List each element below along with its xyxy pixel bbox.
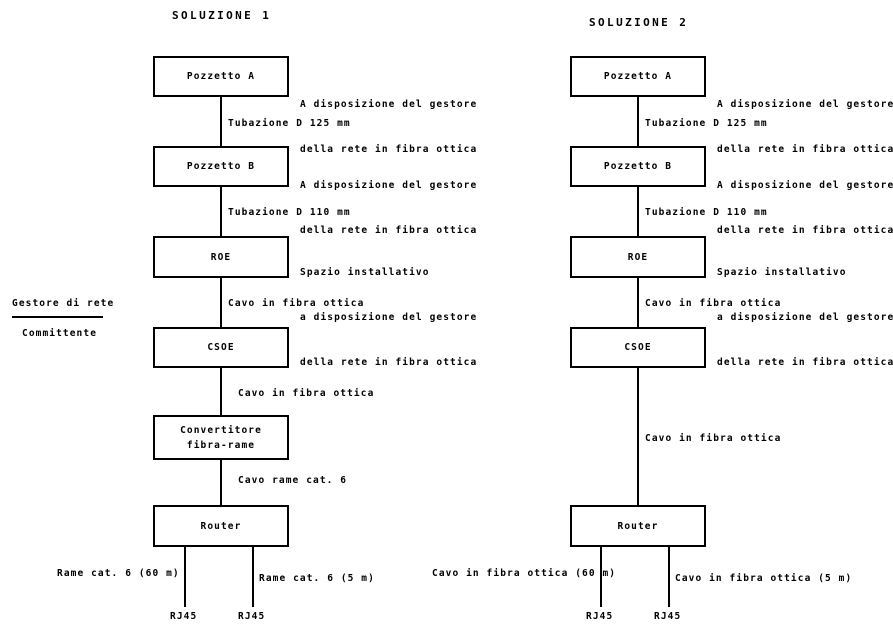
note-line: A disposizione del gestore bbox=[300, 180, 478, 191]
edge-roe-csoe-2 bbox=[637, 278, 639, 327]
note-line: A disposizione del gestore bbox=[717, 99, 893, 110]
edge-convertitore-router bbox=[220, 460, 222, 505]
node-roe-2[interactable]: ROE bbox=[570, 236, 706, 278]
node-pozzetto-a-1[interactable]: Pozzetto A bbox=[153, 56, 289, 97]
note-line: a disposizione del gestore bbox=[300, 312, 478, 323]
edge-label-1-2: Tubazione D 110 mm bbox=[228, 207, 351, 218]
node-label: CSOE bbox=[624, 342, 652, 353]
connector-rj45-1-left: RJ45 bbox=[170, 611, 198, 622]
note-pozzetto-a-1: A disposizione del gestore della rete in… bbox=[300, 67, 477, 187]
note-pozzetto-b-2: A disposizione del gestore della rete in… bbox=[717, 148, 893, 268]
edge-label-2-3: Cavo in fibra ottica bbox=[645, 298, 782, 309]
note-line: della rete in fibra ottica bbox=[300, 225, 478, 236]
node-csoe-1[interactable]: CSOE bbox=[153, 327, 289, 368]
node-label: ROE bbox=[627, 251, 649, 263]
edge-router-rj45-right bbox=[252, 547, 254, 607]
edge-router-rj45-left bbox=[184, 547, 186, 607]
edge-csoe-convertitore bbox=[220, 368, 222, 415]
connector-rj45-2-left: RJ45 bbox=[586, 611, 614, 622]
note-line: A disposizione del gestore bbox=[717, 180, 893, 191]
edge-label-1-5: Cavo rame cat. 6 bbox=[238, 475, 348, 486]
node-convertitore-1[interactable]: Convertitore fibra-rame bbox=[153, 415, 289, 460]
node-pozzetto-b-2[interactable]: Pozzetto B bbox=[570, 146, 706, 187]
note-line: A disposizione del gestore bbox=[300, 99, 478, 110]
note-line: della rete in fibra ottica bbox=[717, 144, 893, 155]
edge-pozzettoA-pozzettoB-2 bbox=[637, 97, 639, 146]
node-label-line1: Convertitore bbox=[180, 424, 262, 436]
edge-router-rj45-left-2 bbox=[600, 547, 602, 607]
note-line: Spazio installativo bbox=[717, 267, 847, 278]
note-line: Spazio installativo bbox=[300, 267, 430, 278]
note-line: della rete in fibra ottica bbox=[717, 357, 893, 368]
node-label: Pozzetto B bbox=[186, 161, 256, 172]
edge-pozzettoB-roe-2 bbox=[637, 187, 639, 236]
node-label: Router bbox=[617, 520, 659, 532]
note-line: della rete in fibra ottica bbox=[300, 144, 478, 155]
edge-roe-csoe bbox=[220, 278, 222, 327]
note-roe-2: Spazio installativo a disposizione del g… bbox=[717, 235, 893, 400]
node-label: CSOE bbox=[207, 342, 235, 353]
node-csoe-2[interactable]: CSOE bbox=[570, 327, 706, 368]
column-title-soluzione-1: SOLUZIONE 1 bbox=[172, 9, 272, 22]
legend-gestore-label: Gestore di rete bbox=[12, 298, 115, 309]
output-cable-label-1-left: Rame cat. 6 (60 m) bbox=[57, 568, 180, 579]
connector-rj45-2-right: RJ45 bbox=[654, 611, 682, 622]
node-roe-1[interactable]: ROE bbox=[153, 236, 289, 278]
edge-label-1-4: Cavo in fibra ottica bbox=[238, 388, 375, 399]
edge-pozzettoB-roe bbox=[220, 187, 222, 236]
node-pozzetto-a-2[interactable]: Pozzetto A bbox=[570, 56, 706, 97]
note-line: della rete in fibra ottica bbox=[300, 357, 478, 368]
node-router-2[interactable]: Router bbox=[570, 505, 706, 547]
output-cable-label-1-right: Rame cat. 6 (5 m) bbox=[259, 573, 375, 584]
note-line: della rete in fibra ottica bbox=[717, 225, 893, 236]
note-pozzetto-a-2: A disposizione del gestore della rete in… bbox=[717, 67, 893, 187]
node-label: Router bbox=[200, 520, 242, 532]
node-label-line2: fibra-rame bbox=[186, 439, 256, 451]
edge-label-2-2: Tubazione D 110 mm bbox=[645, 207, 768, 218]
node-label: Pozzetto A bbox=[186, 71, 256, 82]
note-line: a disposizione del gestore bbox=[717, 312, 893, 323]
edge-label-2-1: Tubazione D 125 mm bbox=[645, 118, 768, 129]
node-router-1[interactable]: Router bbox=[153, 505, 289, 547]
node-label: ROE bbox=[210, 251, 232, 263]
edge-csoe-router-2 bbox=[637, 368, 639, 505]
node-pozzetto-b-1[interactable]: Pozzetto B bbox=[153, 146, 289, 187]
legend-divider bbox=[12, 316, 103, 318]
edge-router-rj45-right-2 bbox=[668, 547, 670, 607]
output-cable-label-2-right: Cavo in fibra ottica (5 m) bbox=[675, 573, 853, 584]
edge-label-1-1: Tubazione D 125 mm bbox=[228, 118, 351, 129]
note-roe-1: Spazio installativo a disposizione del g… bbox=[300, 235, 477, 400]
connector-rj45-1-right: RJ45 bbox=[238, 611, 266, 622]
column-title-soluzione-2: SOLUZIONE 2 bbox=[589, 16, 689, 29]
edge-pozzettoA-pozzettoB bbox=[220, 97, 222, 146]
legend-committente-label: Committente bbox=[22, 328, 98, 339]
edge-label-2-4: Cavo in fibra ottica bbox=[645, 433, 782, 444]
note-pozzetto-b-1: A disposizione del gestore della rete in… bbox=[300, 148, 477, 268]
node-label: Pozzetto B bbox=[603, 161, 673, 172]
edge-label-1-3: Cavo in fibra ottica bbox=[228, 298, 365, 309]
output-cable-label-2-left: Cavo in fibra ottica (60 m) bbox=[432, 568, 617, 579]
node-label: Pozzetto A bbox=[603, 71, 673, 82]
